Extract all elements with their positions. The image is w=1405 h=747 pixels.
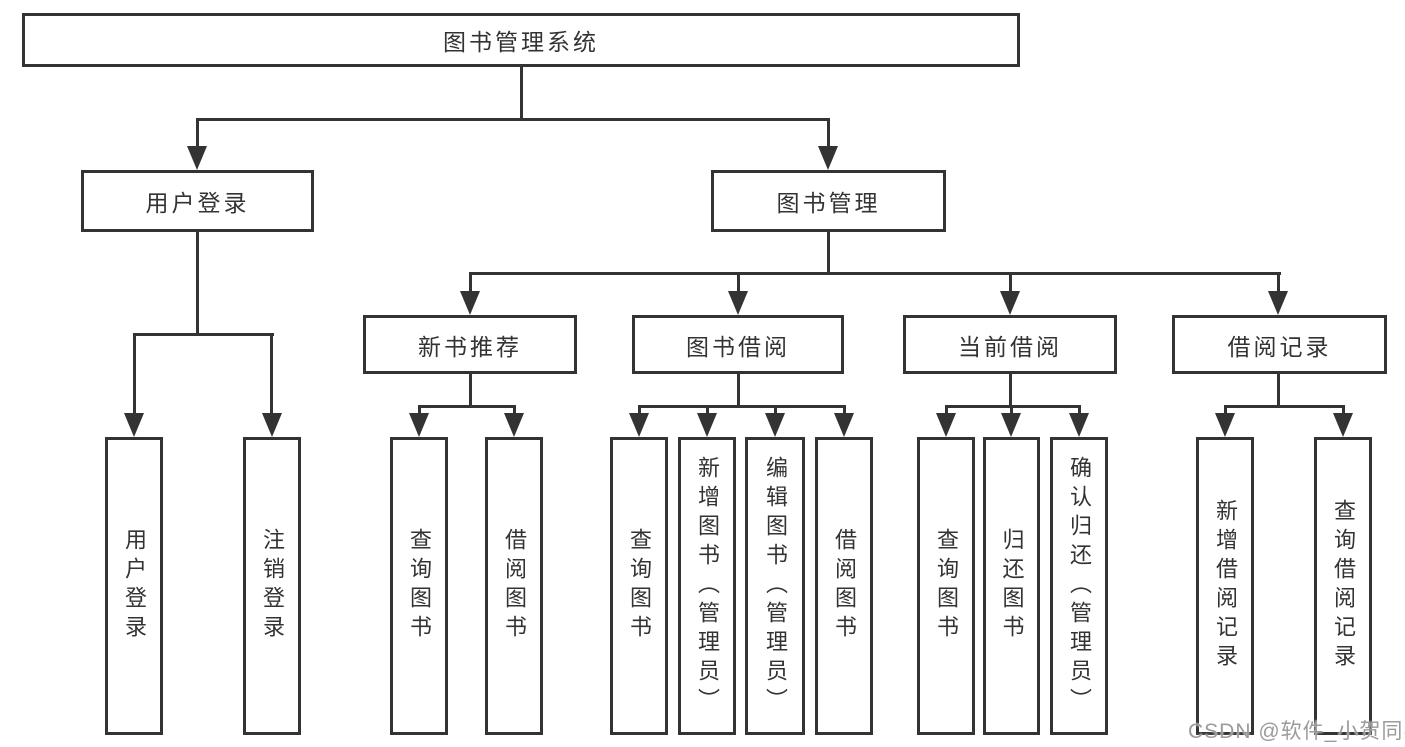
arrow-down-icon <box>697 413 717 437</box>
arrow-down-icon <box>504 413 524 437</box>
connector-line <box>774 405 777 417</box>
node-label: 用户登录 <box>145 190 250 216</box>
connector-line <box>418 405 516 408</box>
watermark: CSDN @软件_小贺同学 <box>1188 720 1405 743</box>
connector-line <box>196 118 199 148</box>
node-book-management: 图书管理 <box>711 170 946 232</box>
connector-line <box>737 374 740 406</box>
connector-line <box>945 405 948 417</box>
arrow-down-icon <box>124 413 144 437</box>
connector-line <box>469 272 1281 275</box>
arrow-down-icon <box>629 413 649 437</box>
leaf-label: 借阅图书 <box>502 528 527 644</box>
connector-line <box>270 333 273 415</box>
arrow-down-icon <box>262 413 282 437</box>
connector-line <box>1009 272 1012 293</box>
arrow-down-icon <box>1268 291 1288 315</box>
connector-line <box>827 232 830 273</box>
connector-line <box>520 67 523 120</box>
leaf-br-query-record: 查询借阅记录 <box>1314 437 1372 735</box>
leaf-label: 注销登录 <box>260 528 285 644</box>
leaf-nbr-borrow-books: 借阅图书 <box>485 437 543 735</box>
leaf-label: 归还图书 <box>999 528 1025 644</box>
connector-line <box>513 405 516 417</box>
node-book-borrowing: 图书借阅 <box>632 315 844 374</box>
arrow-down-icon <box>1001 413 1021 437</box>
node-library-management-system: 图书管理系统 <box>22 13 1020 67</box>
leaf-label: 新增图书（管理员） <box>695 455 720 717</box>
connector-line <box>1224 405 1345 408</box>
connector-line <box>638 405 641 417</box>
node-label: 当前借阅 <box>958 333 1062 360</box>
node-borrowing-records: 借阅记录 <box>1172 315 1387 374</box>
arrow-down-icon <box>936 413 956 437</box>
connector-line <box>196 118 830 121</box>
connector-line <box>1342 405 1345 417</box>
arrow-down-icon <box>1000 291 1020 315</box>
connector-line <box>469 272 472 293</box>
leaf-cb-confirm-return-admin: 确认归还（管理员） <box>1050 437 1108 735</box>
leaf-nbr-query-books: 查询图书 <box>390 437 448 735</box>
connector-line <box>706 405 709 417</box>
leaf-cb-return-books: 归还图书 <box>983 437 1040 735</box>
node-label: 图书借阅 <box>686 333 790 360</box>
leaf-label: 查询图书 <box>407 528 432 644</box>
connector-line <box>196 232 199 334</box>
node-label: 新书推荐 <box>418 333 522 360</box>
node-user-login: 用户登录 <box>81 170 314 232</box>
arrow-down-icon <box>818 146 838 170</box>
leaf-label: 查询图书 <box>934 528 959 644</box>
connector-line <box>133 333 274 336</box>
node-new-book-recommendation: 新书推荐 <box>363 315 577 374</box>
arrow-down-icon <box>409 413 429 437</box>
leaf-user-login: 用户登录 <box>105 437 163 735</box>
arrow-down-icon <box>1215 413 1235 437</box>
connector-line <box>1078 405 1081 417</box>
leaf-label: 新增借阅记录 <box>1213 499 1238 673</box>
connector-line <box>1277 374 1280 406</box>
connector-line <box>827 118 830 148</box>
arrow-down-icon <box>728 291 748 315</box>
leaf-br-add-record: 新增借阅记录 <box>1196 437 1254 735</box>
connector-line <box>737 272 740 293</box>
arrow-down-icon <box>460 291 480 315</box>
node-label: 借阅记录 <box>1227 333 1332 360</box>
arrow-down-icon <box>1333 413 1353 437</box>
connector-line <box>469 374 472 406</box>
leaf-label: 借阅图书 <box>832 528 857 644</box>
node-current-borrowing: 当前借阅 <box>903 315 1117 374</box>
leaf-bb-borrow-books: 借阅图书 <box>815 437 873 735</box>
leaf-label: 查询借阅记录 <box>1331 499 1356 673</box>
connector-line <box>945 405 1081 408</box>
connector-line <box>638 405 846 408</box>
leaf-bb-query-books: 查询图书 <box>610 437 668 735</box>
leaf-label: 查询图书 <box>627 528 652 644</box>
leaf-logout: 注销登录 <box>243 437 301 735</box>
arrow-down-icon <box>1069 413 1089 437</box>
leaf-label: 编辑图书（管理员） <box>763 455 788 717</box>
leaf-label: 用户登录 <box>122 528 147 644</box>
leaf-bb-add-books-admin: 新增图书（管理员） <box>678 437 736 735</box>
connector-line <box>1010 405 1013 417</box>
connector-line <box>1009 374 1012 406</box>
leaf-label: 确认归还（管理员） <box>1067 455 1092 717</box>
connector-line <box>843 405 846 417</box>
leaf-cb-query-books: 查询图书 <box>917 437 975 735</box>
arrow-down-icon <box>834 413 854 437</box>
connector-line <box>1224 405 1227 417</box>
node-label: 图书管理系统 <box>443 29 599 55</box>
node-label: 图书管理 <box>776 190 881 216</box>
arrow-down-icon <box>187 146 207 170</box>
leaf-bb-edit-books-admin: 编辑图书（管理员） <box>745 437 805 735</box>
connector-line <box>1277 272 1280 293</box>
arrow-down-icon <box>765 413 785 437</box>
connector-line <box>133 333 136 415</box>
connector-line <box>418 405 421 417</box>
